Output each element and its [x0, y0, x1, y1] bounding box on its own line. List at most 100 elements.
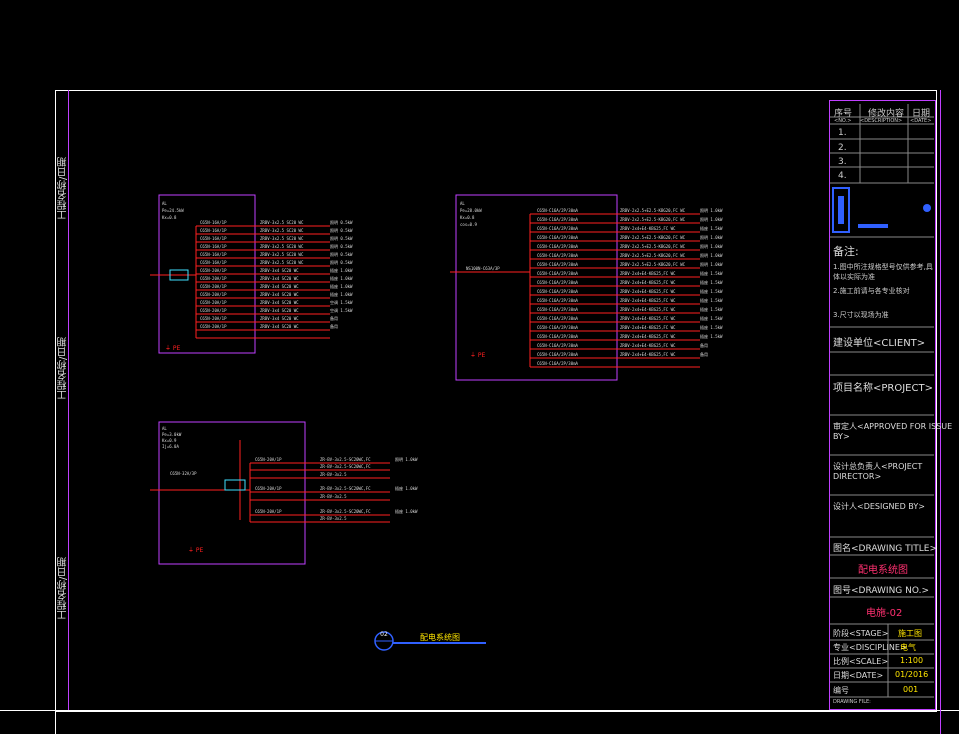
svg-text:C65N-C16A/2P/30mA: C65N-C16A/2P/30mA: [537, 262, 579, 267]
svg-text:照明 1.0kW: 照明 1.0kW: [395, 457, 418, 462]
svg-text:C65N-20A/1P: C65N-20A/1P: [255, 509, 282, 514]
svg-text:照明 1.0kW: 照明 1.0kW: [700, 217, 723, 222]
revision-table: 序号 修改内容 日期 <NO.> <DESCRIPTION> <DATE> 1.…: [830, 104, 934, 184]
svg-text:ZRBV-3x4 SC20 WC: ZRBV-3x4 SC20 WC: [260, 316, 299, 321]
svg-text:C65N-20A/1P: C65N-20A/1P: [200, 276, 227, 281]
scale-label: 比例<SCALE>: [833, 657, 889, 666]
svg-text:C65N-20A/1P: C65N-20A/1P: [200, 324, 227, 329]
svg-text:ZR-BV-3x2.5: ZR-BV-3x2.5: [320, 472, 347, 477]
svg-text:ZRBV-2x4+E4-KBG25,FC WC: ZRBV-2x4+E4-KBG25,FC WC: [620, 352, 676, 357]
svg-text:ZRBV-2x2.5+E2.5-KBG20,FC WC: ZRBV-2x2.5+E2.5-KBG20,FC WC: [620, 253, 686, 258]
svg-text:C65N-16A/1P: C65N-16A/1P: [200, 220, 227, 225]
svg-text:ZRBV-2x2.5+E2.5-KBG20,FC WC: ZRBV-2x2.5+E2.5-KBG20,FC WC: [620, 235, 686, 240]
svg-text:备用: 备用: [700, 351, 708, 357]
svg-text:ZRBV-3x2.5 SC20 WC: ZRBV-3x2.5 SC20 WC: [260, 228, 304, 233]
side-strip-divider: [68, 90, 69, 710]
svg-text:照明 0.5kW: 照明 0.5kW: [330, 236, 353, 241]
svg-text:ZRBV-2x2.5+E2.5-KBG20,FC WC: ZRBV-2x2.5+E2.5-KBG20,FC WC: [620, 208, 686, 213]
svg-text:C65N-C16A/2P/30mA: C65N-C16A/2P/30mA: [537, 244, 579, 249]
panel-1-breaker: [169, 269, 189, 281]
svg-text:AL: AL: [162, 201, 167, 206]
rev-subheader-no: <NO.>: [834, 118, 852, 124]
rev-header-desc: 修改内容: [868, 109, 905, 119]
svg-text:插座 1.5kW: 插座 1.5kW: [700, 315, 723, 321]
svg-text:C65N-C16A/2P/30mA: C65N-C16A/2P/30mA: [537, 343, 579, 348]
svg-text:ZRBV-3x2.5 SC20 WC: ZRBV-3x2.5 SC20 WC: [260, 252, 304, 257]
svg-text:ZRBV-3x4 SC20 WC: ZRBV-3x4 SC20 WC: [260, 276, 299, 281]
svg-text:ZRBV-2x4+E4-KBG25,FC WC: ZRBV-2x4+E4-KBG25,FC WC: [620, 280, 676, 285]
panel-3-box: [158, 421, 306, 565]
svg-text:C65N-20A/1P: C65N-20A/1P: [255, 486, 282, 491]
svg-text:ZRBV-3x4 SC20 WC: ZRBV-3x4 SC20 WC: [260, 268, 299, 273]
caption-tag: 02: [380, 631, 388, 638]
svg-text:备用: 备用: [700, 342, 708, 348]
svg-text:ZRBV-2x4+E4-KBG25,FC WC: ZRBV-2x4+E4-KBG25,FC WC: [620, 226, 676, 231]
svg-text:C65N-C16A/2P/30mA: C65N-C16A/2P/30mA: [537, 325, 579, 330]
svg-text:C65N-C16A/2P/30mA: C65N-C16A/2P/30mA: [537, 235, 579, 240]
svg-text:ZR-BV-3x2.5: ZR-BV-3x2.5: [320, 494, 347, 499]
panel-1-ground: ⏚ PE: [165, 345, 181, 352]
scale-value: 1:100: [900, 656, 924, 665]
rev-header-date: 日期: [912, 109, 931, 119]
svg-text:C65N-C16A/2P/30mA: C65N-C16A/2P/30mA: [537, 280, 579, 285]
svg-text:照明 0.5kW: 照明 0.5kW: [330, 244, 353, 249]
sheet-label: 编号: [833, 686, 849, 695]
svg-text:ZRBV-2x4+E4-KBG25,FC WC: ZRBV-2x4+E4-KBG25,FC WC: [620, 343, 676, 348]
svg-text:ZR-BV-3x2.5: ZR-BV-3x2.5: [320, 516, 347, 521]
rev-header-no: 序号: [834, 109, 853, 119]
svg-text:照明 1.0kW: 照明 1.0kW: [700, 253, 723, 258]
svg-text:ZRBV-2x2.5+E2.5-KBG20,FC WC: ZRBV-2x2.5+E2.5-KBG20,FC WC: [620, 262, 686, 267]
svg-text:插座 1.0kW: 插座 1.0kW: [330, 267, 353, 273]
svg-text:ZR-BV-3x2.5-SC20WC,FC: ZR-BV-3x2.5-SC20WC,FC: [320, 464, 371, 469]
panel-1-feeders: [150, 225, 330, 339]
panel-3-ground: ⏚ PE: [188, 547, 204, 554]
svg-text:C65N-20A/1P: C65N-20A/1P: [255, 457, 282, 462]
svg-text:C65N-C16A/2P/30mA: C65N-C16A/2P/30mA: [537, 334, 579, 339]
svg-text:C65N-16A/1P: C65N-16A/1P: [200, 260, 227, 265]
svg-text:AL: AL: [162, 426, 167, 431]
svg-text:ZRBV-3x2.5 SC20 WC: ZRBV-3x2.5 SC20 WC: [260, 220, 304, 225]
svg-text:ZRBV-3x4 SC20 WC: ZRBV-3x4 SC20 WC: [260, 292, 299, 297]
svg-text:空调 1.5kW: 空调 1.5kW: [330, 299, 353, 305]
company-logo-bar: [858, 224, 888, 228]
file-label: DRAWING FILE:: [833, 699, 871, 705]
discipline-label: 专业<DISCIPLINE>: [833, 643, 907, 652]
svg-text:空调 1.5kW: 空调 1.5kW: [330, 307, 353, 313]
svg-text:C65N-C16A/2P/30mA: C65N-C16A/2P/30mA: [537, 289, 579, 294]
date-label: 日期<DATE>: [833, 671, 884, 680]
svg-text:C65N-16A/1P: C65N-16A/1P: [200, 228, 227, 233]
sheet-value: 001: [903, 685, 919, 694]
svg-text:备用: 备用: [330, 323, 338, 329]
rev-subheader-date: <DATE>: [910, 118, 932, 124]
svg-text:C65N-C16A/2P/30mA: C65N-C16A/2P/30mA: [537, 307, 579, 312]
rev-row-2: 2.: [838, 143, 847, 153]
outer-frame: [55, 90, 937, 712]
approved-label: 审定人<APPROVED FOR ISSUE BY>: [833, 422, 953, 441]
rev-row-1: 1.: [838, 128, 847, 138]
svg-text:AL: AL: [460, 201, 465, 206]
company-logo: [832, 187, 850, 233]
stage-label: 阶段<STAGE>: [833, 629, 889, 638]
svg-text:C65N-C16A/2P/30mA: C65N-C16A/2P/30mA: [537, 226, 579, 231]
svg-text:C65N-C16A/2P/30mA: C65N-C16A/2P/30mA: [537, 271, 579, 276]
svg-text:C65N-32A/3P: C65N-32A/3P: [170, 471, 197, 476]
svg-text:Pe=24.5kW: Pe=24.5kW: [162, 208, 184, 213]
svg-text:ZRBV-3x4 SC20 WC: ZRBV-3x4 SC20 WC: [260, 324, 299, 329]
svg-text:ZRBV-2x4+E4-KBG25,FC WC: ZRBV-2x4+E4-KBG25,FC WC: [620, 334, 676, 339]
panel-2-box: [455, 194, 618, 381]
rev-subheader-desc: <DESCRIPTION>: [860, 118, 903, 124]
svg-text:插座 1.5kW: 插座 1.5kW: [700, 333, 723, 339]
svg-text:ZRBV-3x4 SC20 WC: ZRBV-3x4 SC20 WC: [260, 284, 299, 289]
svg-text:照明 0.5kW: 照明 0.5kW: [330, 220, 353, 225]
svg-text:插座 1.0kW: 插座 1.0kW: [395, 485, 418, 491]
svg-text:插座 1.0kW: 插座 1.0kW: [395, 508, 418, 514]
svg-text:C65N-20A/1P: C65N-20A/1P: [200, 316, 227, 321]
svg-text:ZRBV-2x4+E4-KBG25,FC WC: ZRBV-2x4+E4-KBG25,FC WC: [620, 271, 676, 276]
svg-text:ZRBV-2x4+E4-KBG25,FC WC: ZRBV-2x4+E4-KBG25,FC WC: [620, 316, 676, 321]
rev-row-4: 4.: [838, 171, 847, 181]
svg-text:Ij=6.0A: Ij=6.0A: [162, 444, 179, 449]
svg-text:备用: 备用: [330, 315, 338, 321]
